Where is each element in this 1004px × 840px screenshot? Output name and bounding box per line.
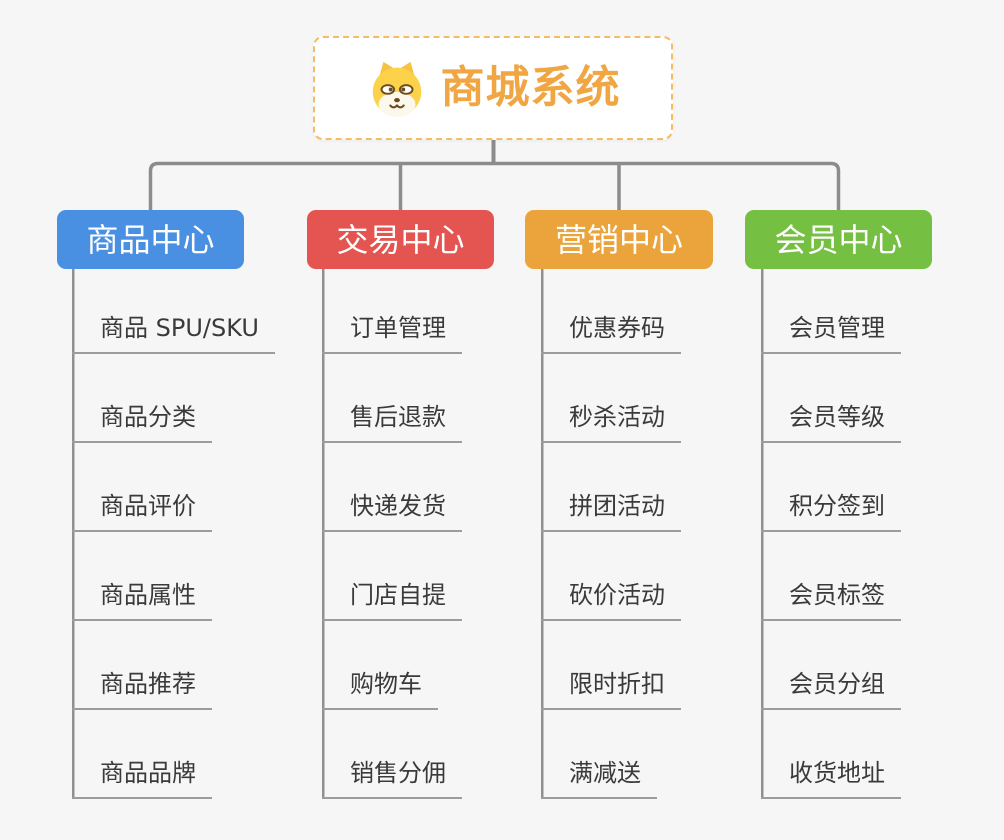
tree-item[interactable]: 销售分佣 (322, 756, 462, 799)
tree-item[interactable]: 购物车 (322, 667, 438, 710)
branch-header-member-center[interactable]: 会员中心 (745, 210, 932, 269)
tree-item[interactable]: 商品属性 (72, 578, 212, 621)
branch-label: 商品中心 (86, 220, 215, 259)
branch-items-marketing-center: 优惠券码 秒杀活动 拼团活动 砍价活动 限时折扣 满减送 (541, 269, 681, 799)
tree-item[interactable]: 会员等级 (761, 400, 901, 443)
root-title: 商城系统 (440, 62, 621, 113)
branch-items-product-center: 商品 SPU/SKU 商品分类 商品评价 商品属性 商品推荐 商品品牌 (72, 269, 275, 799)
tree-item[interactable]: 优惠券码 (541, 311, 681, 354)
tree-item[interactable]: 门店自提 (322, 578, 462, 621)
tree-item[interactable]: 秒杀活动 (541, 400, 681, 443)
root-node[interactable]: 商城系统 (313, 36, 673, 140)
tree-item[interactable]: 限时折扣 (541, 667, 681, 710)
branch-label: 交易中心 (336, 220, 465, 259)
tree-item[interactable]: 快递发货 (322, 489, 462, 532)
tree-item[interactable]: 砍价活动 (541, 578, 681, 621)
tree-item[interactable]: 积分签到 (761, 489, 901, 532)
tree-item[interactable]: 拼团活动 (541, 489, 681, 532)
dog-face-icon (372, 61, 421, 118)
tree-item[interactable]: 订单管理 (322, 311, 462, 354)
branch-header-trade-center[interactable]: 交易中心 (307, 210, 494, 269)
tree-item[interactable]: 商品品牌 (72, 756, 212, 799)
tree-item[interactable]: 商品推荐 (72, 667, 212, 710)
tree-item[interactable]: 会员管理 (761, 311, 901, 354)
branch-label: 营销中心 (554, 220, 683, 259)
tree-item[interactable]: 会员标签 (761, 578, 901, 621)
branch-header-product-center[interactable]: 商品中心 (57, 210, 244, 269)
tree-item[interactable]: 商品评价 (72, 489, 212, 532)
tree-item[interactable]: 满减送 (541, 756, 657, 799)
tree-item[interactable]: 会员分组 (761, 667, 901, 710)
branch-items-trade-center: 订单管理 售后退款 快递发货 门店自提 购物车 销售分佣 (322, 269, 462, 799)
tree-item[interactable]: 售后退款 (322, 400, 462, 443)
tree-item[interactable]: 收货地址 (761, 756, 901, 799)
branch-label: 会员中心 (774, 220, 903, 259)
tree-item[interactable]: 商品 SPU/SKU (72, 311, 275, 354)
branch-items-member-center: 会员管理 会员等级 积分签到 会员标签 会员分组 收货地址 (761, 269, 901, 799)
branch-header-marketing-center[interactable]: 营销中心 (525, 210, 713, 269)
tree-item[interactable]: 商品分类 (72, 400, 212, 443)
